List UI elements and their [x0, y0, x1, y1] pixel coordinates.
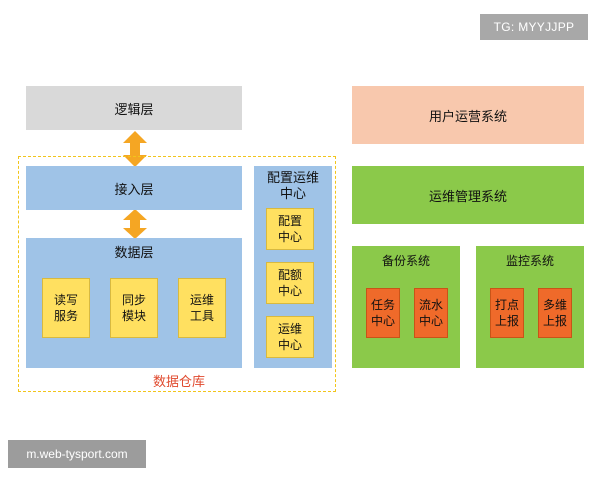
watermark-bottom: m.web-tysport.com: [8, 440, 146, 468]
access-layer-box: 接入层: [26, 166, 242, 210]
double-arrow-icon: [123, 209, 147, 239]
data-layer-title: 数据层: [114, 245, 154, 261]
ops-management-system-box: 运维管理系统: [352, 166, 584, 224]
config-ops-center-title: 配置运维 中心: [266, 171, 319, 202]
ops-tool-box: 运维 工具: [178, 278, 226, 338]
watermark-top: TG: MYYJJPP: [480, 14, 588, 40]
monitor-system-title: 监控系统: [505, 253, 554, 268]
data-warehouse-label: 数据仓库: [152, 374, 205, 390]
read-write-service-box: 读写 服务: [42, 278, 90, 338]
user-operation-system-box: 用户运营系统: [352, 86, 584, 144]
config-center-box: 配置 中心: [266, 208, 314, 250]
sync-module-box: 同步 模块: [110, 278, 158, 338]
flow-center-box: 流水 中心: [414, 288, 448, 338]
point-report-box: 打点 上报: [490, 288, 524, 338]
backup-system-title: 备份系统: [381, 253, 430, 268]
multi-dim-report-box: 多维 上报: [538, 288, 572, 338]
double-arrow-icon: [123, 131, 147, 167]
task-center-box: 任务 中心: [366, 288, 400, 338]
ops-center-box: 运维 中心: [266, 316, 314, 358]
data-warehouse-container: [18, 156, 336, 392]
logic-layer-box: 逻辑层: [26, 86, 242, 130]
quota-center-box: 配额 中心: [266, 262, 314, 304]
